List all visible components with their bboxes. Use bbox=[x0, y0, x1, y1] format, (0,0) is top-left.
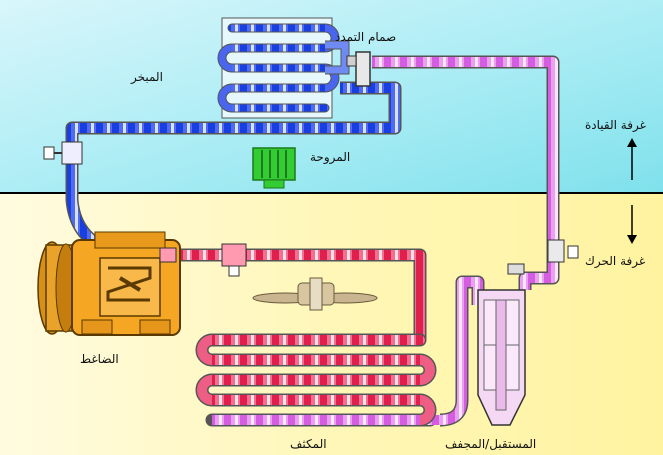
low-side-port bbox=[43, 141, 83, 165]
engine-bay-label: غرفة الحرك bbox=[585, 254, 646, 268]
condenser-label: المكثف bbox=[290, 437, 327, 451]
evaporator-label: المبخر bbox=[131, 70, 163, 84]
receiver-port bbox=[547, 239, 579, 263]
liquid-line-top bbox=[372, 55, 560, 242]
receiver-drier-label: المستقبل/المجفف bbox=[445, 437, 537, 451]
cooling-fan-icon bbox=[252, 277, 378, 311]
discharge-line bbox=[165, 248, 427, 340]
blower-fan-icon bbox=[252, 147, 296, 189]
arrow-up-icon bbox=[627, 138, 637, 180]
receiver-drier bbox=[477, 263, 526, 426]
cabin-label: غرفة القيادة bbox=[585, 118, 646, 132]
condenser bbox=[195, 333, 440, 427]
expansion-valve-label: صمام التمدد bbox=[335, 30, 397, 44]
blower-fan-label: المروحة bbox=[310, 150, 351, 164]
compressor-label: الضاغط bbox=[80, 352, 119, 366]
arrow-down-icon bbox=[627, 205, 637, 244]
high-side-port bbox=[221, 243, 247, 277]
evaporator bbox=[217, 17, 340, 119]
expansion-valve bbox=[325, 40, 371, 87]
compressor-icon bbox=[37, 231, 181, 336]
